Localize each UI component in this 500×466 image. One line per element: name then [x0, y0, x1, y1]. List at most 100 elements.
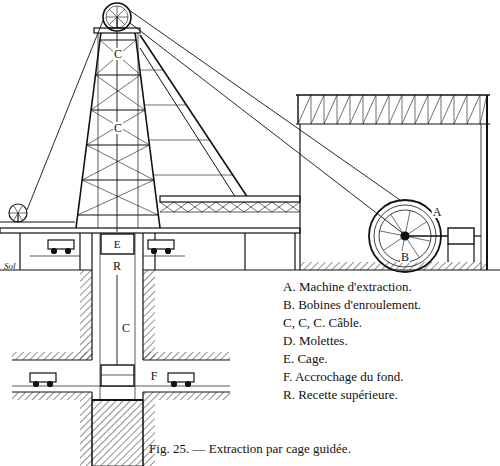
bottom-gallery [12, 392, 80, 400]
engine-house [441, 95, 442, 124]
bridge [174, 202, 188, 212]
legend-line: E. Cage. [283, 352, 327, 365]
headframe [140, 70, 163, 71]
mine-wagon [30, 373, 56, 382]
engine-house [480, 95, 487, 124]
mine-wagon [148, 240, 174, 249]
mine-wagon [52, 249, 57, 254]
bottom-gallery [143, 352, 230, 360]
engine-house [298, 95, 299, 124]
mine-wagon [166, 249, 171, 254]
shaft [92, 399, 143, 401]
engine [474, 235, 481, 236]
legend-line: F. Accrochage du fond. [283, 370, 404, 383]
shaft [92, 400, 143, 466]
engine-house [454, 95, 455, 124]
surface-deck [79, 233, 80, 270]
surface-deck [143, 256, 185, 257]
bridge [202, 202, 216, 212]
engine [473, 244, 474, 262]
surface-deck [19, 233, 20, 270]
sheave-wheel [117, 17, 118, 28]
engine-house [415, 95, 428, 124]
mine-wagon [30, 240, 194, 387]
bridge [160, 196, 300, 212]
engine-house [324, 95, 337, 124]
cage [101, 375, 134, 376]
engine-house [376, 95, 377, 124]
cable-letter: C [113, 122, 123, 134]
engine-house [402, 95, 403, 124]
cage-letter: E [113, 239, 122, 250]
winding-drum [383, 238, 401, 250]
mine-wagon [172, 382, 177, 387]
cable [129, 10, 400, 200]
engine-house [363, 95, 376, 124]
small-wheel [9, 213, 18, 214]
cable-letter: C [113, 48, 123, 60]
engine-house [337, 95, 338, 124]
bridge [174, 202, 188, 212]
surface-deck [294, 233, 295, 270]
engine-house [350, 95, 363, 124]
cage [101, 234, 134, 386]
legend-line: C, C, C. Câble. [283, 316, 362, 329]
engine-house [415, 95, 416, 124]
engine-house [467, 95, 468, 124]
small-wheel [9, 204, 27, 222]
bridge [160, 196, 300, 202]
bottom-gallery [12, 352, 92, 360]
cage [101, 365, 134, 386]
sheave-wheel [103, 3, 131, 31]
engine-house [376, 95, 389, 124]
sheave-wheel [109, 17, 117, 25]
headframe [87, 110, 145, 145]
bridge [188, 202, 202, 212]
headframe [140, 35, 248, 198]
headframe [82, 179, 154, 180]
engine [447, 244, 448, 262]
bridge [272, 202, 286, 212]
small-wheel [17, 213, 18, 222]
surface-deck [0, 222, 300, 270]
cable [117, 275, 118, 365]
sheave-wheel [106, 17, 117, 18]
bridge [216, 202, 230, 212]
winding-drum [409, 237, 431, 241]
bridge [286, 202, 300, 212]
engine-house [300, 262, 487, 270]
winding-drum [406, 211, 410, 233]
sheave-wheel [106, 6, 128, 28]
cable-letter: C [121, 322, 131, 334]
legend-line: D. Molettes. [283, 334, 348, 347]
cable [27, 18, 104, 210]
engine-house [337, 95, 350, 124]
headframe [76, 32, 101, 228]
engine-house [480, 95, 481, 124]
bottom-gallery [12, 352, 230, 400]
bridge [258, 202, 272, 212]
engine-house [299, 124, 300, 270]
headframe [144, 105, 186, 106]
ground [80, 270, 92, 360]
cage [101, 234, 134, 254]
headframe [91, 75, 140, 110]
drum-letter: B [400, 251, 410, 263]
winding-drum [405, 235, 448, 237]
headframe [91, 110, 149, 145]
engine-house [311, 95, 312, 124]
engine-house [428, 95, 429, 124]
engine-house [389, 95, 402, 124]
bridge [286, 202, 300, 212]
headframe [78, 180, 154, 215]
headframe [140, 48, 236, 198]
headframe [87, 145, 154, 180]
sheave-wheel [117, 9, 125, 17]
small-wheel [14, 205, 19, 213]
bridge [244, 202, 258, 212]
legend-line: B. Bobines d'enroulement. [283, 298, 421, 311]
winding-drum [380, 231, 402, 235]
